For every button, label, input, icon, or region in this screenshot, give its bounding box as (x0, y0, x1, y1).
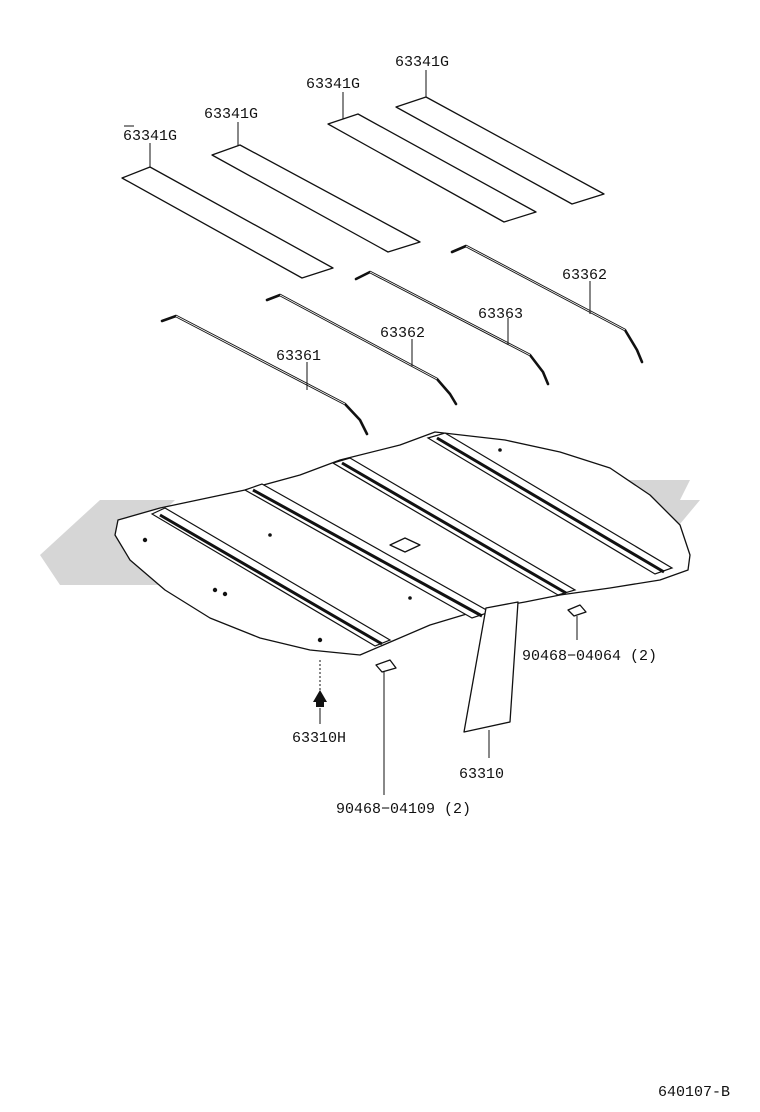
roof-mat-3: 63341G (306, 76, 537, 223)
rod-2-label: 63362 (380, 325, 425, 342)
mat-1-label: 63341G (123, 128, 177, 145)
rod-63362-rear: 63362 (450, 244, 644, 364)
rod-1-label: 63361 (276, 348, 321, 365)
rod-4-label: 63362 (562, 267, 607, 284)
roof-mat-2: 63341G (204, 106, 421, 253)
rod-63361: 63361 (160, 314, 369, 436)
mat-3-label: 63341G (306, 76, 360, 93)
roof-mat-1: 63341G (121, 125, 334, 279)
mat-4-label: 63341G (395, 54, 449, 71)
visor-holder-rear: 90468−04064 (2) (522, 604, 657, 665)
headliner-label: 63310 (459, 766, 504, 783)
clip-icon (313, 690, 327, 702)
rod-63362-front: 63362 (265, 293, 458, 406)
headliner-side-panel: 63310 (459, 601, 519, 783)
clip: 63310H (292, 660, 346, 747)
rod-63363: 63363 (354, 270, 550, 386)
figure-code: 640107-B (658, 1084, 730, 1101)
visor-holder-rear-label: 90468−04064 (2) (522, 648, 657, 665)
roof-mat-4: 63341G (395, 54, 605, 205)
headliner (114, 431, 691, 656)
rod-3-label: 63363 (478, 306, 523, 323)
visor-holder-front-label: 90468−04109 (2) (336, 801, 471, 818)
mat-2-label: 63341G (204, 106, 258, 123)
visor-holder-front: 90468−04109 (2) (336, 659, 471, 818)
clip-label: 63310H (292, 730, 346, 747)
